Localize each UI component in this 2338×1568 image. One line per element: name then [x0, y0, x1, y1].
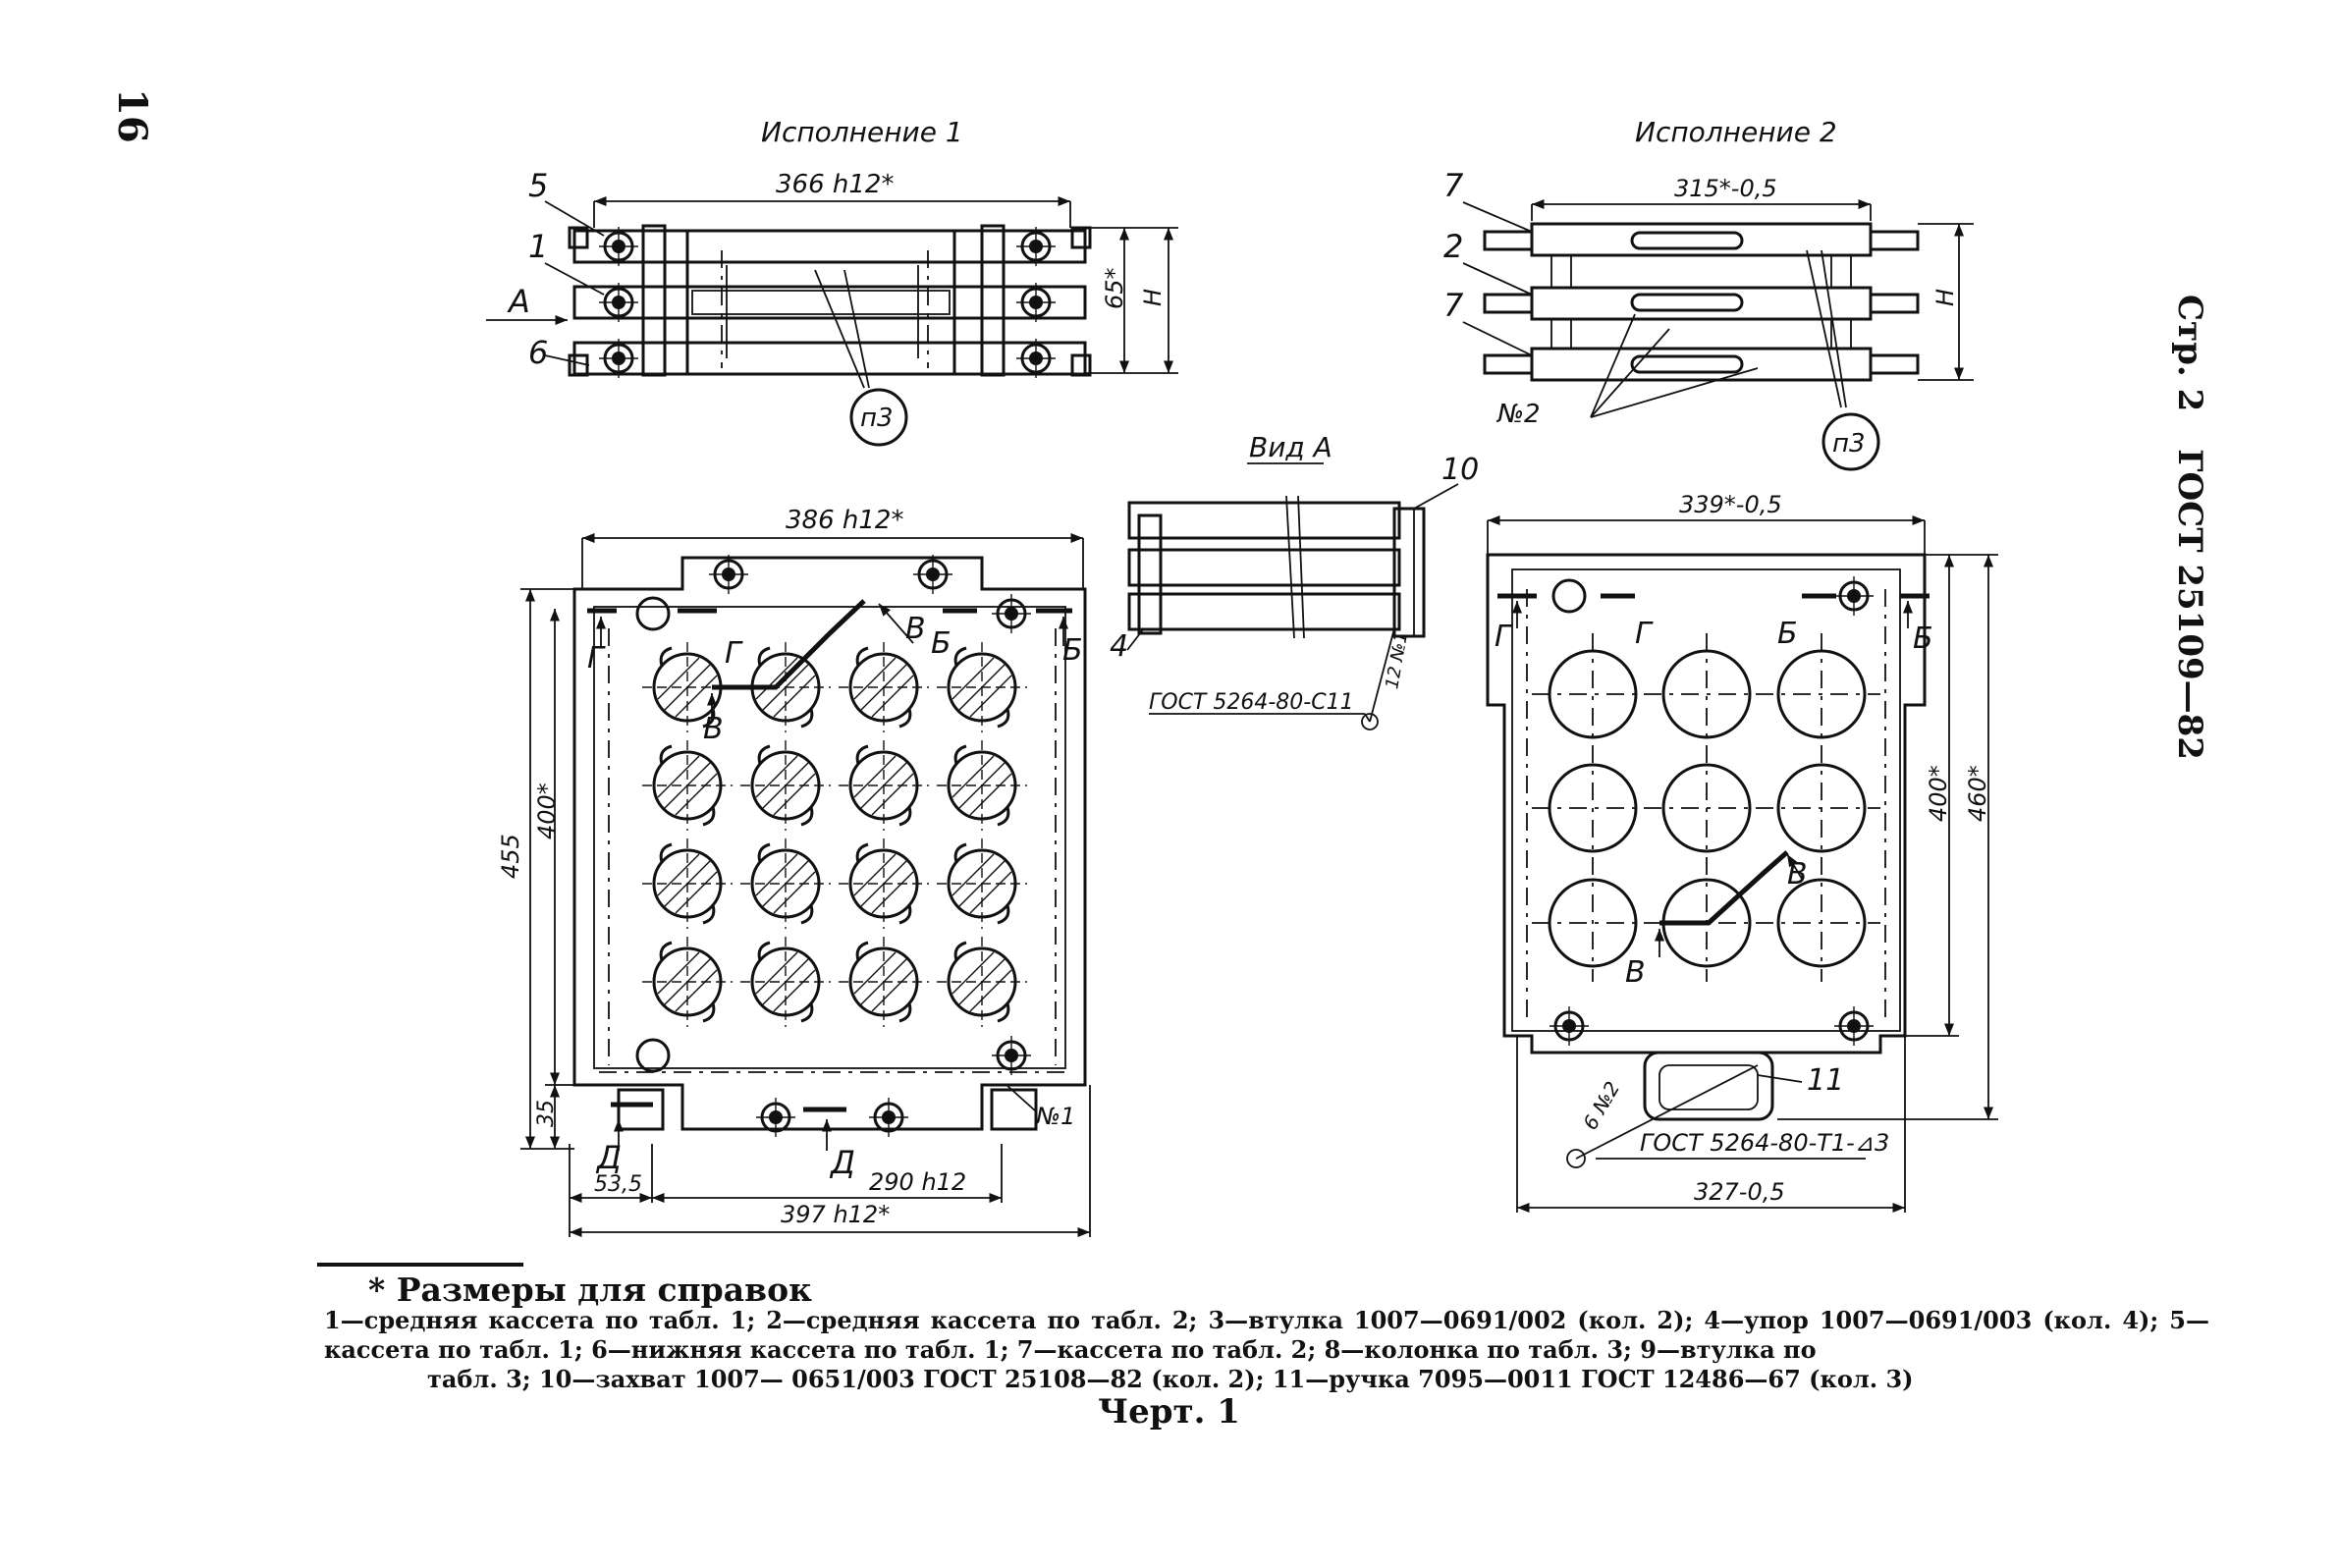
dim-400-left: 400*	[533, 783, 561, 839]
callout-6: 6	[528, 334, 548, 371]
side-view-execution-2: Исполнение 2 315*-0,5 7 2 7 Н №	[1443, 116, 1974, 471]
dim-339: 339*-0,5	[1679, 491, 1782, 518]
dim-366: 366 h12*	[776, 170, 894, 199]
section-B-inner-2: Б	[1777, 617, 1798, 651]
view-title-execution-2: Исполнение 2	[1635, 116, 1837, 148]
callout-4: 4	[1110, 629, 1128, 664]
gost-c11: ГОСТ 5264-80-С11	[1149, 690, 1354, 715]
view-title-execution-1: Исполнение 1	[761, 116, 963, 148]
callout-A-arrow: А	[507, 283, 530, 320]
dim-455: 455	[497, 834, 524, 879]
callout-10: 10	[1441, 453, 1479, 487]
callout-7-top: 7	[1443, 167, 1464, 204]
legend-line-3: табл. 3; 10—захват 1007— 0651/003 ГОСТ 2…	[427, 1365, 1914, 1393]
figure-caption: Черт. 1	[1098, 1392, 1240, 1432]
callout-p3-right: п3	[1832, 429, 1866, 459]
dim-460: 460*	[1964, 765, 1991, 822]
callout-11: 11	[1807, 1063, 1844, 1098]
weld-6-n2: 6 №2	[1578, 1077, 1624, 1134]
dim-327: 327-0,5	[1694, 1178, 1785, 1206]
section-V-bottom: В	[703, 712, 724, 746]
callout-7-bottom: 7	[1443, 287, 1464, 324]
section-V-top: В	[905, 612, 926, 646]
weld-n1: №1	[1034, 1103, 1075, 1130]
section-G-inner: Г	[725, 636, 743, 671]
footnote-rule	[317, 1263, 523, 1267]
section-G-left: Г	[587, 641, 606, 676]
dim-53-5: 53,5	[594, 1172, 642, 1197]
legend-line-2: (кол. 4); 5—кассета по табл. 1; 6—нижняя…	[324, 1306, 2209, 1364]
section-G-inner-2: Г	[1635, 617, 1654, 651]
section-D-right: Д	[829, 1144, 855, 1181]
plan-view-execution-2: 339*-0,5 Г Г Б	[1486, 491, 1998, 1214]
side-view-execution-1: Исполнение 1 366 h12* 5 1 А	[486, 116, 1178, 447]
section-D-left: Д	[595, 1139, 622, 1176]
section-G-left-2: Г	[1495, 620, 1513, 654]
dim-H-left: Н	[1139, 289, 1167, 306]
callout-1: 1	[528, 228, 548, 265]
gost-t1: ГОСТ 5264-80-Т1-⊿3	[1640, 1129, 1889, 1157]
section-B-right-2: Б	[1913, 622, 1933, 656]
dim-65: 65*	[1101, 267, 1128, 309]
section-V-bottom-2: В	[1625, 955, 1646, 990]
view-a: Вид А 10 4 ГОСТ 5264-80-С11 12 №1	[1110, 431, 1479, 730]
callout-p3-left: п3	[860, 404, 894, 433]
callout-n2-top: №2	[1495, 400, 1541, 429]
dim-397: 397 h12*	[781, 1201, 890, 1228]
section-B-right: Б	[1062, 633, 1083, 668]
plan-view-execution-1: 386 h12*	[497, 506, 1091, 1238]
footnote-title: * Размеры для справок	[368, 1271, 812, 1309]
callout-2: 2	[1443, 228, 1463, 265]
dim-35: 35	[534, 1100, 559, 1127]
dim-290: 290 h12	[869, 1168, 966, 1196]
dim-400-right: 400*	[1925, 765, 1952, 822]
callout-5-left: 5	[528, 167, 548, 204]
dim-H-right: Н	[1931, 289, 1959, 306]
dim-386: 386 h12*	[786, 506, 903, 535]
dim-315: 315*-0,5	[1674, 175, 1777, 202]
view-a-title: Вид А	[1249, 431, 1332, 463]
section-V-top-2: В	[1787, 857, 1808, 892]
weld-12: 12 №1	[1382, 630, 1412, 691]
section-B-inner: Б	[931, 626, 952, 661]
parts-legend: 1—средняя кассета по табл. 1; 2—средняя …	[324, 1306, 2209, 1394]
legend-line-1: 1—средняя кассета по табл. 1; 2—средняя …	[324, 1306, 2033, 1334]
